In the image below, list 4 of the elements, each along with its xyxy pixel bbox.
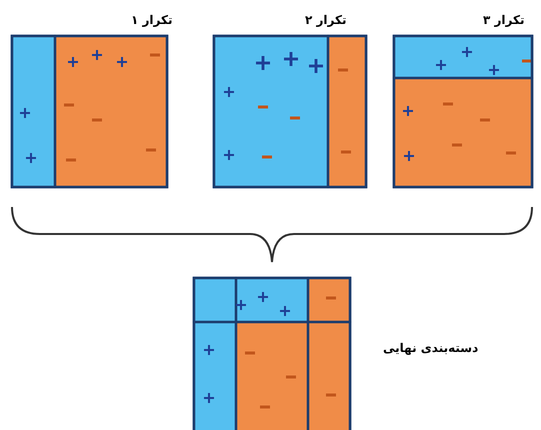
panel-heading: تکرار ۲ (305, 13, 346, 27)
panel-caption: دسته‌بندی نهایی (383, 341, 478, 355)
panel-heading: تکرار ۳ (483, 13, 524, 27)
panel-heading: تکرار ۱ (131, 13, 172, 27)
